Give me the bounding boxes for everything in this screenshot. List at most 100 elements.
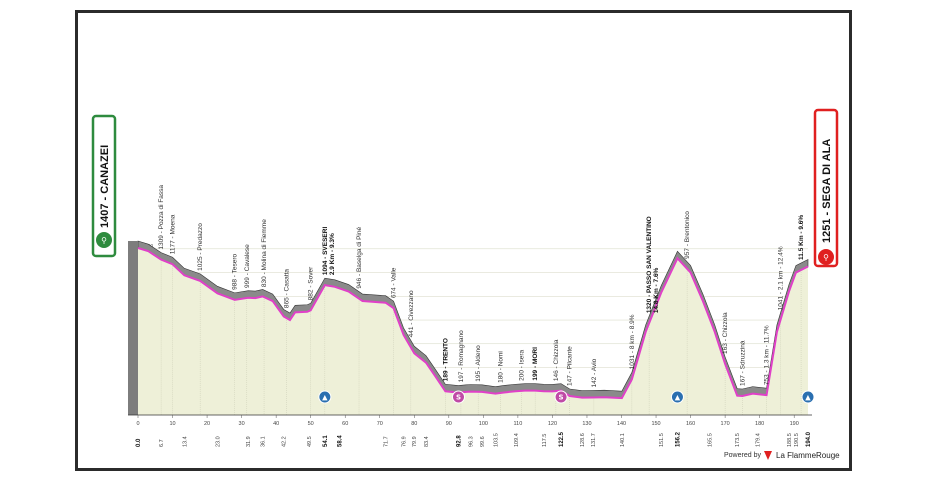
km-tick-label: 70 (377, 421, 383, 427)
km-tick-label: 30 (239, 421, 245, 427)
km-point-label: 188.5 (787, 433, 793, 447)
km-tick-label: 190 (790, 421, 799, 427)
waypoint-label: 999 - Cavalese (244, 244, 251, 288)
km-point-label: 36.1 (261, 436, 267, 447)
km-point-label: 122.5 (559, 431, 565, 447)
waypoint-label: 1309 - Pozza di Fassa (158, 185, 165, 250)
km-point-label: 96.3 (469, 436, 475, 447)
km-point-label: 131.7 (591, 433, 597, 447)
km-point-label: 42.2 (282, 436, 288, 447)
marker-glyph: S (456, 394, 461, 402)
km-point-label: 179.4 (756, 433, 762, 447)
km-point-label: 76.9 (402, 436, 408, 447)
km-point-label: 92.8 (456, 435, 462, 447)
km-tick-label: 120 (548, 421, 557, 427)
km-point-label: 109.4 (514, 433, 520, 447)
km-point-label: 103.5 (493, 433, 499, 447)
km-tick-label: 110 (514, 421, 523, 427)
climb-stat-label: 2.9 Km - 9.3% (329, 233, 336, 275)
km-point-label: 151.5 (659, 433, 665, 447)
km-tick-label: 20 (204, 421, 210, 427)
km-point-label: 54.1 (323, 435, 329, 447)
km-point-label: 165.5 (708, 433, 714, 447)
start-finish-boxes: 1407 - CANAZEI ⚲ 1251 - SEGA DI ALA ⚲ (91, 108, 839, 268)
km-ticks: 0 10 20 30 40 50 60 70 80 90 100 110 120 130 140 150 160… (136, 415, 812, 447)
waypoint-label: 167 - Sdruzzinà (739, 340, 746, 386)
waypoint-label: 946 - Baselga di Piné (356, 227, 363, 289)
km-tick-label: 50 (308, 421, 314, 427)
waypoint-label: 1320 - PASSO SAN VALENTINO (646, 216, 653, 313)
waypoint-label: 199 - MORI (532, 347, 539, 381)
waypoint-label: 674 - Valle (391, 267, 398, 298)
km-tick-label: 10 (169, 421, 175, 427)
km-point-label: 140.1 (620, 433, 626, 447)
waypoint-label: 753 - 1.3 km - 11.7% (764, 325, 771, 385)
waypoint-label: 200 - Isera (518, 349, 525, 380)
km-point-label: 13.4 (182, 436, 188, 447)
km-tick-label: 100 (479, 421, 488, 427)
climb-marker-icon (801, 390, 815, 404)
finish-box (813, 108, 839, 268)
km-point-label: 99.6 (480, 436, 486, 447)
profile-wall (128, 241, 138, 415)
km-point-label: 194.0 (806, 431, 812, 447)
start-box (91, 114, 117, 258)
climb-stat-label: 14.8 Km - 7.6% (653, 267, 660, 313)
waypoint-label: 146 - Chizzola (553, 339, 560, 381)
km-tick-label: 170 (721, 421, 730, 427)
km-tick-label: 140 (617, 421, 626, 427)
km-point-label: 6.7 (159, 439, 165, 447)
km-tick-label: 160 (686, 421, 695, 427)
km-point-label: 128.6 (580, 433, 586, 447)
marker-glyph: ▲ (322, 394, 328, 402)
km-point-label: 31.9 (246, 436, 252, 447)
waypoint-label: 147 - Pilcante (567, 346, 574, 386)
waypoint-label: 1025 - Predazzo (197, 223, 204, 271)
km-point-label: 117.5 (542, 434, 548, 447)
waypoint-label: 197 - Romagnano (458, 330, 465, 382)
waypoint-label: 1094 - SVESERI (322, 227, 329, 276)
profile-line (137, 247, 809, 400)
flamme-rouge-icon (764, 451, 772, 460)
bike-icon: ⚲ (101, 236, 107, 245)
sprint-marker-icon (554, 390, 568, 404)
km-tick-label: 130 (582, 421, 591, 427)
waypoint-label: 957 - Brentonico (684, 211, 691, 259)
km-point-label: 83.4 (424, 436, 430, 447)
marker-glyph: S (559, 394, 564, 402)
finish-bike-icon: ⚲ (823, 253, 829, 262)
profile-fill (138, 248, 808, 415)
finish-icon (818, 249, 834, 265)
waypoint-label: 189 - TRENTO (442, 338, 449, 381)
waypoint-label: 163 - Chizzola (722, 312, 729, 354)
waypoint-label: 865 - Casatta (284, 269, 291, 308)
km-point-label: 173.5 (735, 433, 741, 447)
waypoint-label: 1031 - 8 km - 8.9% (629, 314, 636, 369)
start-label: 1407 - CANAZEI (99, 145, 111, 228)
waypoint-label: 830 - Molina di Fiemme (261, 219, 268, 287)
waypoint-label: 1041 - 2.1 km - 12.4% (777, 246, 784, 310)
waypoint-label: 988 - Tesero (232, 253, 239, 289)
km-point-label: 23.0 (215, 436, 221, 447)
finish-label: 1251 - SEGA DI ALA (821, 139, 833, 243)
km-point-label: 190.5 (794, 433, 800, 447)
km-tick-label: 60 (342, 421, 348, 427)
km-tick-label: 180 (755, 421, 764, 427)
km-tick-label: 40 (273, 421, 279, 427)
waypoint-label: 11.5 Km - 9.6% (798, 215, 805, 260)
km-tick-label: 150 (651, 421, 660, 427)
km-point-label: 79.9 (412, 436, 418, 447)
km-tick-label: 80 (411, 421, 417, 427)
km-point-label: 49.5 (307, 436, 313, 447)
powered-by: Powered by (724, 452, 761, 459)
waypoint-label: 142 - Avio (591, 358, 598, 387)
climb-marker-icon (670, 390, 684, 404)
climb-marker-icon (318, 390, 332, 404)
waypoint-label: 1177 - Moena (170, 214, 177, 254)
km-tick-label: 0 (136, 421, 139, 427)
km-tick-label: 90 (446, 421, 452, 427)
start-icon (96, 232, 112, 248)
profile-area (128, 240, 812, 416)
